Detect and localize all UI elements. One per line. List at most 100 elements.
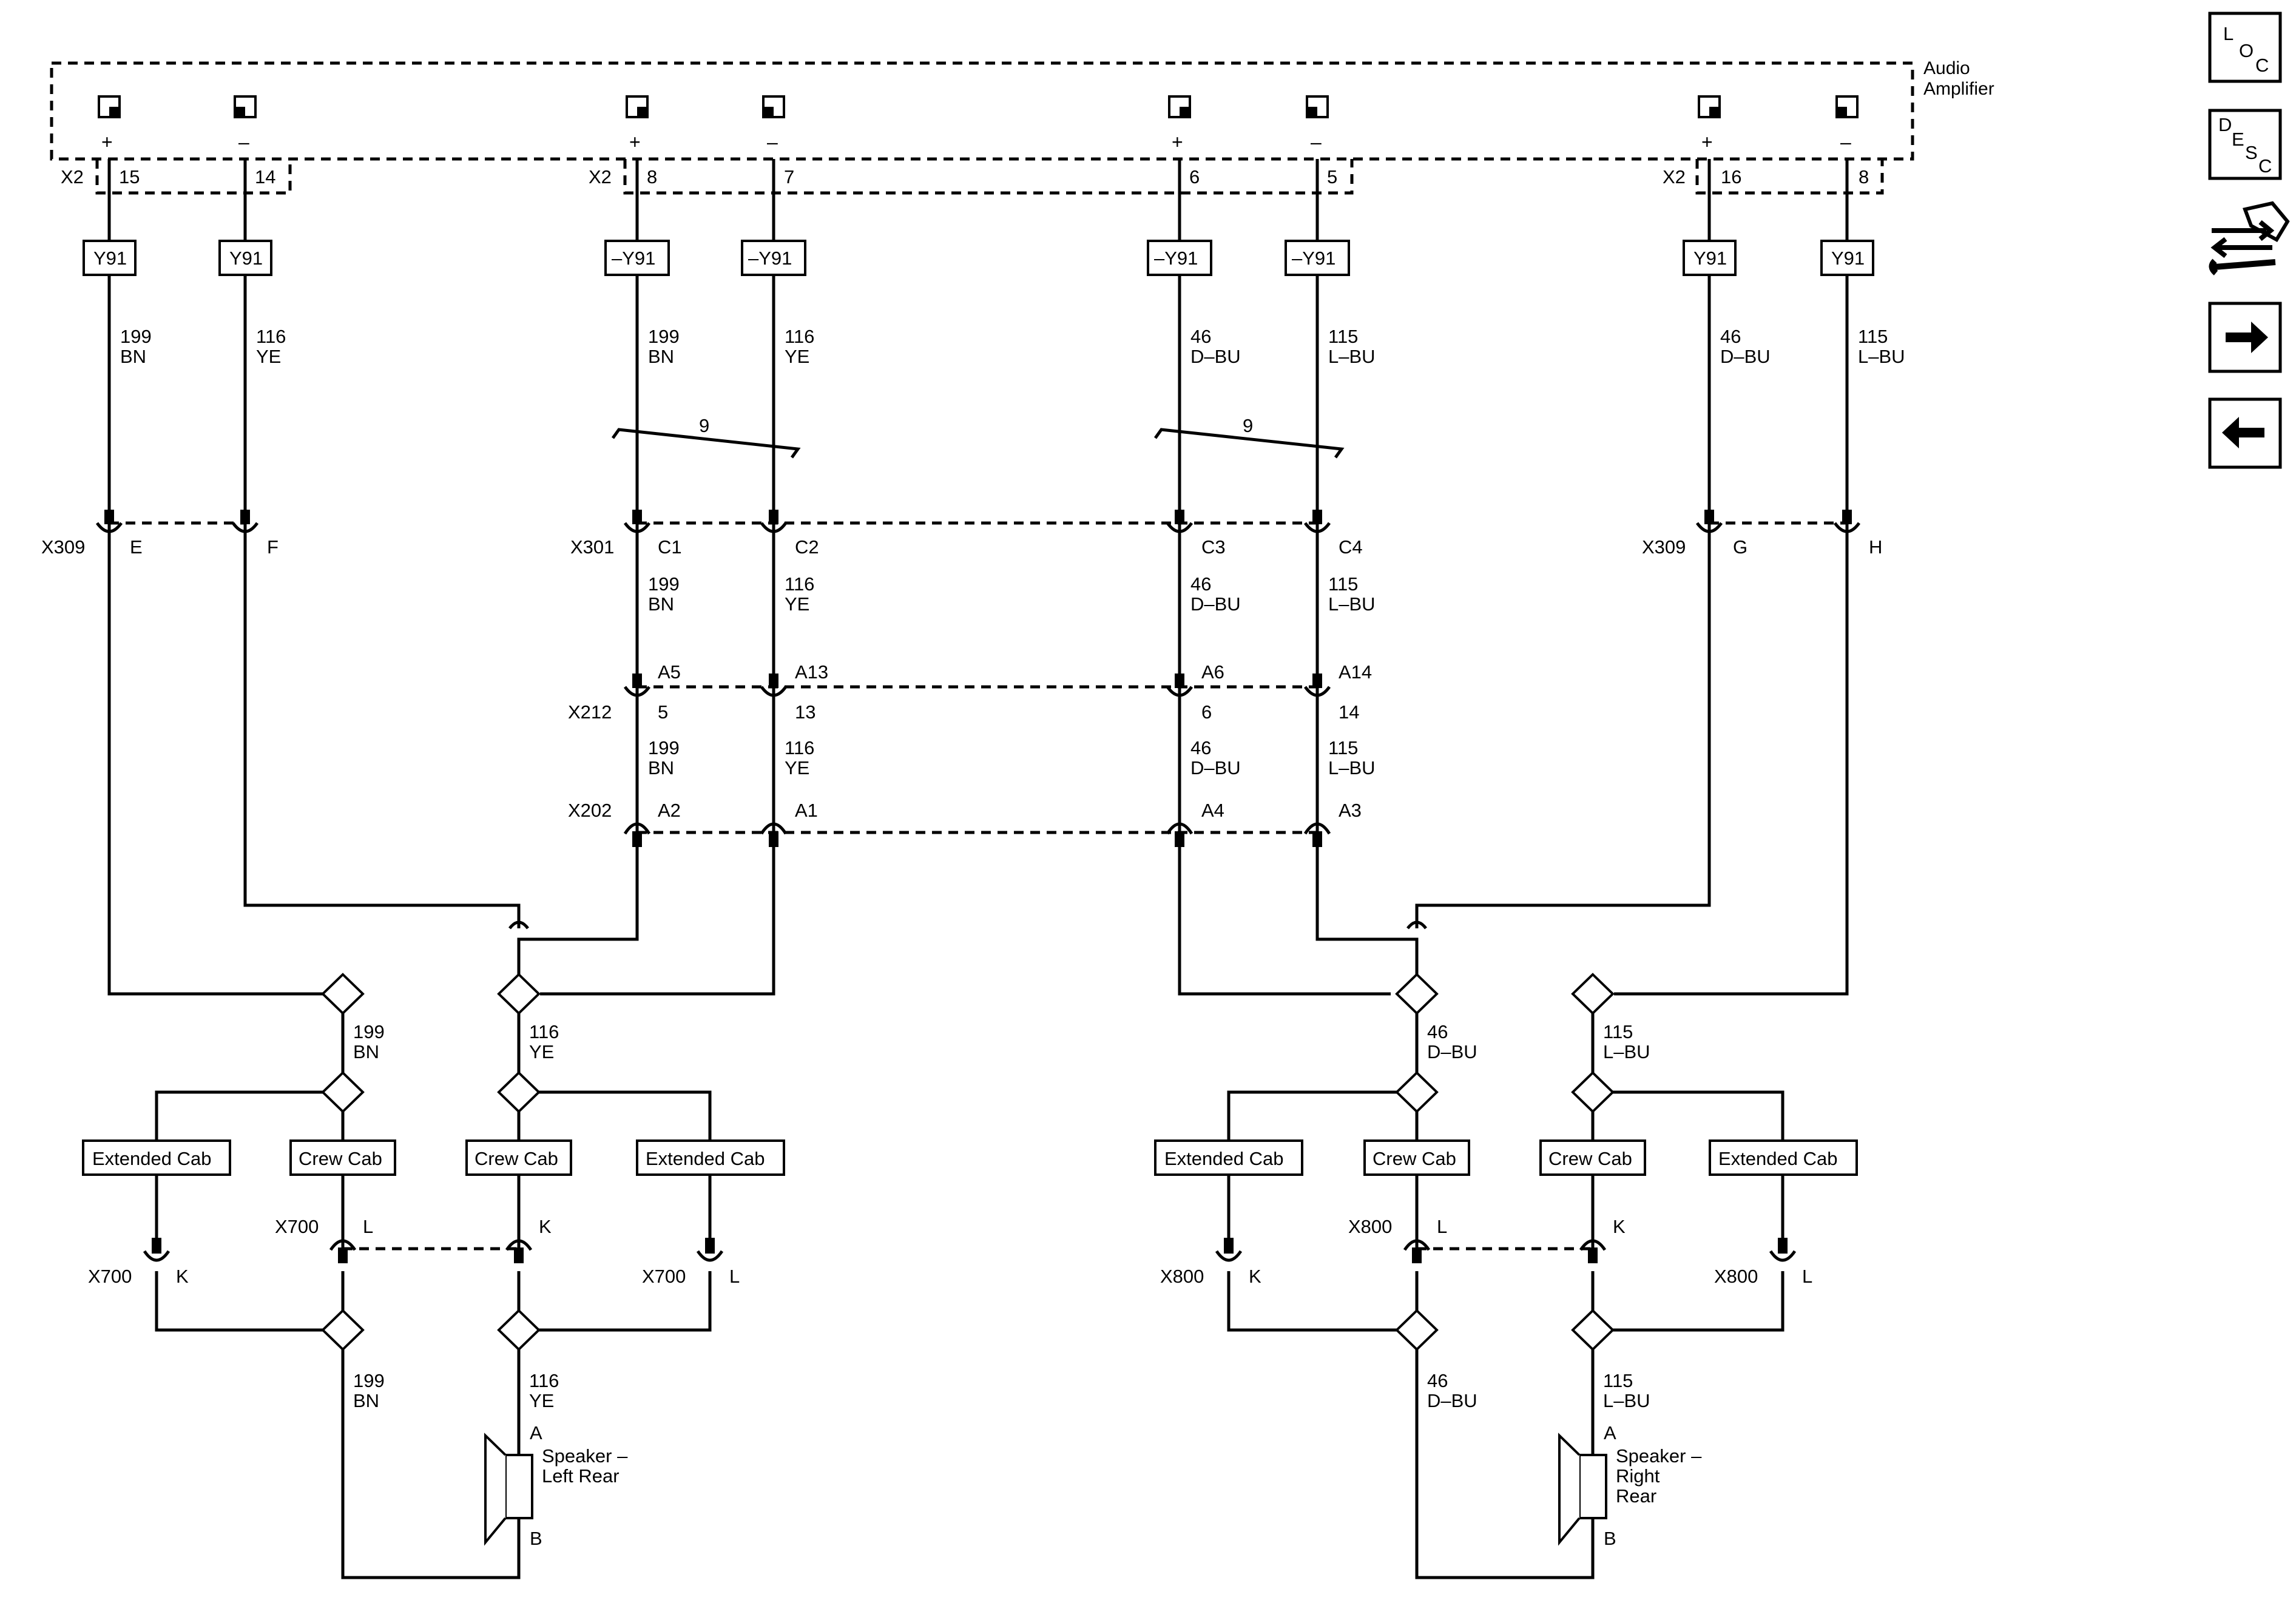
option-box: Y91 xyxy=(218,240,272,276)
svg-text:D–BU: D–BU xyxy=(1427,1041,1477,1062)
amp-pin-5[interactable]: + 6 xyxy=(1168,95,1200,187)
svg-text:A: A xyxy=(530,1422,542,1443)
splice-diamond xyxy=(497,973,541,1015)
wire-circuit: 46 xyxy=(1190,326,1211,347)
speaker-label: Rear xyxy=(1616,1485,1656,1507)
previous-page-arrow[interactable] xyxy=(2208,397,2282,469)
svg-text:YE: YE xyxy=(785,757,809,778)
option-box: –Y91 xyxy=(1147,240,1212,276)
svg-text:X800: X800 xyxy=(1348,1216,1392,1237)
next-page-arrow[interactable] xyxy=(2208,302,2282,373)
connector-x212: A5 A13 A6 A14 X212 5 13 6 14 xyxy=(568,661,1372,723)
connector-x202-name: X202 xyxy=(568,800,612,821)
amp-pin-8[interactable]: – 8 xyxy=(1835,95,1869,187)
amp-pin-2[interactable]: – 14 xyxy=(234,95,275,187)
loc-button[interactable]: L O C xyxy=(2208,12,2282,83)
connector-pin: C2 xyxy=(795,536,819,558)
amp-pin-polarity: – xyxy=(1311,131,1322,153)
svg-text:YE: YE xyxy=(529,1390,554,1411)
amp-pin-polarity: – xyxy=(1840,131,1851,153)
amp-pin-number: 6 xyxy=(1189,166,1200,187)
svg-text:115: 115 xyxy=(1328,737,1358,758)
twist-count: 9 xyxy=(699,415,709,436)
splice-diamond xyxy=(321,1309,365,1351)
svg-text:116: 116 xyxy=(529,1370,559,1391)
svg-text:YE: YE xyxy=(785,593,809,615)
amp-pin-connector: X2 xyxy=(589,166,612,187)
cab-option: Extended Cab xyxy=(92,1148,211,1169)
svg-text:5: 5 xyxy=(658,701,668,723)
speaker-label: Speaker – xyxy=(542,1445,628,1467)
amp-pin-3[interactable]: + X2 8 xyxy=(589,95,657,187)
amp-pin-number: 15 xyxy=(119,166,140,187)
svg-text:L: L xyxy=(2223,23,2234,44)
svg-text:L–BU: L–BU xyxy=(1328,757,1376,778)
svg-text:Y91: Y91 xyxy=(1831,248,1865,269)
speaker-right-rear-icon[interactable] xyxy=(1558,1433,1607,1546)
option-boxes: Y91 Y91 –Y91 –Y91 –Y91 –Y91 Y91 Y91 xyxy=(83,240,1874,276)
wire-paths xyxy=(107,159,1849,1579)
svg-text:B: B xyxy=(1604,1528,1616,1549)
amp-pin-number: 8 xyxy=(647,166,657,187)
svg-text:X700: X700 xyxy=(275,1216,319,1237)
splice-diamond xyxy=(1395,973,1439,1015)
connector-pin: F xyxy=(267,536,279,558)
splice-diamond xyxy=(1395,1071,1439,1113)
svg-text:B: B xyxy=(530,1528,542,1549)
amp-pin-connector: X2 xyxy=(61,166,84,187)
connector-row-x309-x301: X309 E F X301 C1 C2 C3 C4 X309 G H xyxy=(41,510,1882,558)
svg-text:C: C xyxy=(2258,155,2272,177)
speaker-label: Left Rear xyxy=(542,1465,620,1487)
splice-diamond xyxy=(1395,1309,1439,1351)
svg-text:D–BU: D–BU xyxy=(1190,757,1241,778)
svg-text:BN: BN xyxy=(353,1041,379,1062)
speaker-label: Speaker – xyxy=(1616,1445,1702,1467)
splice-diamond xyxy=(1571,1071,1615,1113)
wire-46-dbu-mid xyxy=(1178,159,1391,996)
amp-pin-7[interactable]: + X2 16 xyxy=(1663,95,1741,187)
connector-x301: X301 xyxy=(570,536,614,558)
svg-text:116: 116 xyxy=(785,573,814,595)
wire-circuit: 46 xyxy=(1720,326,1741,347)
twist-mark-right xyxy=(1153,428,1345,459)
cab-option: Crew Cab xyxy=(299,1148,382,1169)
svg-text:46: 46 xyxy=(1427,1021,1448,1042)
connector-pin: H xyxy=(1869,536,1882,558)
speaker-left-rear-icon[interactable] xyxy=(484,1433,533,1546)
svg-text:L: L xyxy=(1802,1266,1812,1287)
svg-text:K: K xyxy=(1249,1266,1261,1287)
svg-text:116: 116 xyxy=(785,737,814,758)
svg-text:Y91: Y91 xyxy=(229,248,263,269)
svg-text:116: 116 xyxy=(529,1021,559,1042)
amp-pin-1[interactable]: + X2 15 xyxy=(61,95,140,187)
svg-text:L–BU: L–BU xyxy=(1328,593,1376,615)
svg-text:14: 14 xyxy=(1339,701,1359,723)
amp-pin-6[interactable]: – 5 xyxy=(1306,95,1337,187)
svg-text:A2: A2 xyxy=(658,800,681,821)
svg-text:115: 115 xyxy=(1328,573,1358,595)
svg-text:A13: A13 xyxy=(795,661,828,683)
wire-115-lbu-right-feed xyxy=(1614,159,1849,996)
connector-view-icon[interactable] xyxy=(2209,201,2290,275)
svg-text:199: 199 xyxy=(648,737,680,758)
option-box: –Y91 xyxy=(604,240,670,276)
svg-text:D: D xyxy=(2218,114,2232,135)
option-box: Y91 xyxy=(1683,240,1737,276)
amp-pin-number: 16 xyxy=(1721,166,1741,187)
wire-color: L–BU xyxy=(1328,346,1376,367)
amp-pin-number: 7 xyxy=(784,166,794,187)
wire-116-ye-left-feed xyxy=(243,159,521,928)
amp-pin-number: 8 xyxy=(1859,166,1869,187)
connector-x309-right: X309 xyxy=(1642,536,1686,558)
splice-diamond xyxy=(321,973,365,1015)
svg-text:BN: BN xyxy=(648,593,674,615)
amp-pin-4[interactable]: – 7 xyxy=(762,95,794,187)
connector-x309-left: X309 xyxy=(41,536,85,558)
desc-button[interactable]: D E S C xyxy=(2208,109,2282,180)
svg-text:YE: YE xyxy=(529,1041,554,1062)
svg-text:X800: X800 xyxy=(1160,1266,1204,1287)
option-box: –Y91 xyxy=(741,240,806,276)
